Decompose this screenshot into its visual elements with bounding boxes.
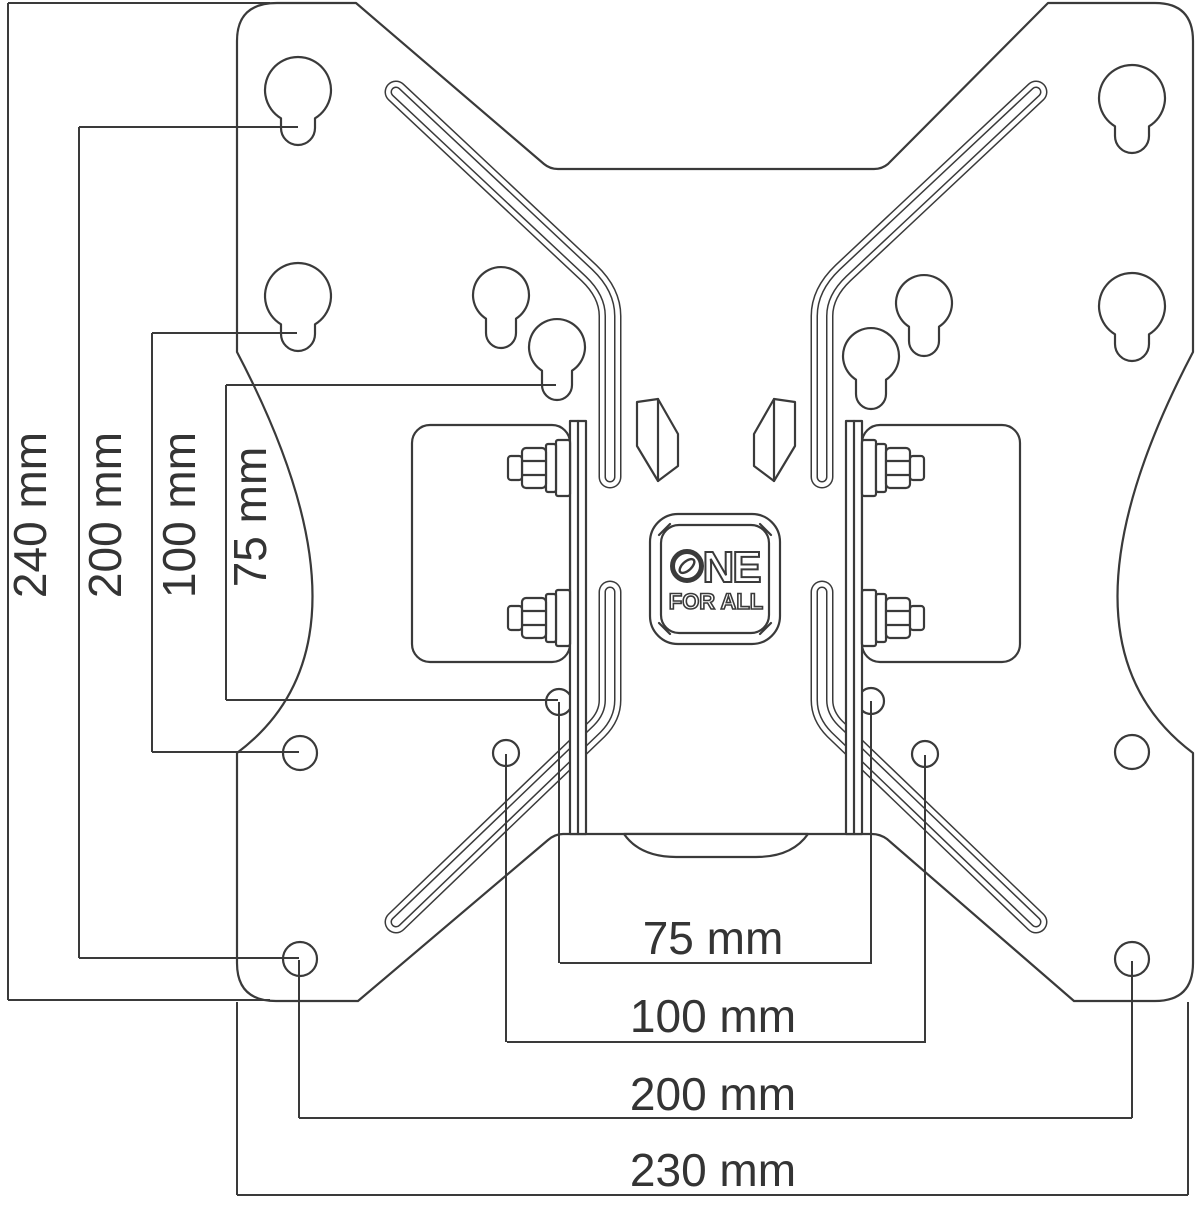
badge-corner-accents (657, 522, 773, 636)
bolt-tip (506, 454, 524, 482)
bolt-base (554, 588, 572, 648)
dimension-line-200mm-vertical (78, 126, 299, 959)
bolt-tip (506, 604, 524, 632)
bolt-hex (884, 596, 912, 640)
dimension-lines-horizontal: 75 mm 100 mm 200 mm 230 mm (236, 701, 1189, 1196)
bolt-hex-facets (884, 459, 912, 477)
dimension-lines-vertical: 240 mm 200 mm 100 mm 75 mm (4, 2, 558, 1001)
dimension-line-200mm-horizontal (298, 960, 1133, 1119)
keyhole-top-right (1097, 63, 1167, 155)
dimension-line-100mm-horizontal (505, 754, 926, 1043)
bolt-tip (908, 604, 926, 632)
bolt-hex-facets (520, 459, 548, 477)
bolt-base (860, 588, 878, 648)
one-for-all-badge: NE FOR ALL (648, 512, 782, 646)
keyhole-inner-left-lower (527, 318, 587, 402)
bolt-upper (506, 438, 572, 498)
dimension-line-230mm (236, 1002, 1189, 1196)
keyhole-left-second (263, 261, 333, 353)
dimension-label-100mm-vertical: 100 mm (153, 432, 205, 598)
dimension-line-240mm (7, 2, 270, 1001)
bolt-hex (520, 596, 548, 640)
bolt-hex-facets (884, 609, 912, 627)
keyhole-inner-left-upper (471, 266, 531, 350)
dimension-label-200mm-vertical: 200 mm (79, 432, 131, 598)
dimension-label-75mm-vertical: 75 mm (224, 447, 276, 588)
logo-wordmark: NE (702, 543, 760, 592)
bolt-tip (908, 454, 926, 482)
dimension-label-75mm-horizontal: 75 mm (643, 912, 784, 964)
bolt-lower (506, 588, 572, 648)
logo-tagline: FOR ALL (669, 589, 764, 614)
bolt-upper (860, 438, 926, 498)
vesa-bracket-right (844, 419, 1022, 836)
keyhole-top-left (263, 55, 333, 147)
dimension-label-200mm-horizontal: 200 mm (630, 1068, 796, 1120)
bolt-washer (544, 442, 558, 494)
bolt-lower (860, 588, 926, 648)
logo-o-icon (670, 549, 704, 583)
bolt-washer (874, 592, 888, 644)
one-for-all-logo: NE FOR ALL (668, 542, 764, 615)
dimension-line-100mm-vertical (151, 332, 299, 753)
locking-tab-right (752, 397, 797, 483)
bolt-hex (520, 446, 548, 490)
dimension-label-230mm: 230 mm (630, 1144, 796, 1196)
dimension-line-75mm-horizontal (558, 701, 872, 964)
bottom-tongue (622, 832, 810, 859)
dimension-label-100mm-horizontal: 100 mm (630, 990, 796, 1042)
bolt-washer (544, 592, 558, 644)
bolt-base (860, 438, 878, 498)
locking-tab-left (635, 397, 680, 483)
keyhole-slots (263, 55, 1167, 411)
bolt-hex (884, 446, 912, 490)
keyhole-inner-right-upper (894, 274, 954, 358)
keyhole-right-second (1097, 271, 1167, 363)
keyhole-inner-right-lower (841, 327, 901, 411)
bolt-base (554, 438, 572, 498)
dimension-line-75mm-vertical (225, 384, 558, 701)
wall-plate-outline (235, 1, 1195, 1003)
bolt-washer (874, 442, 888, 494)
hole-right-mid (1113, 733, 1151, 771)
dimension-label-240mm: 240 mm (4, 432, 56, 598)
vesa-bracket-left (410, 419, 588, 836)
bolt-hex-facets (520, 609, 548, 627)
logo-o-slash-icon (678, 557, 696, 575)
